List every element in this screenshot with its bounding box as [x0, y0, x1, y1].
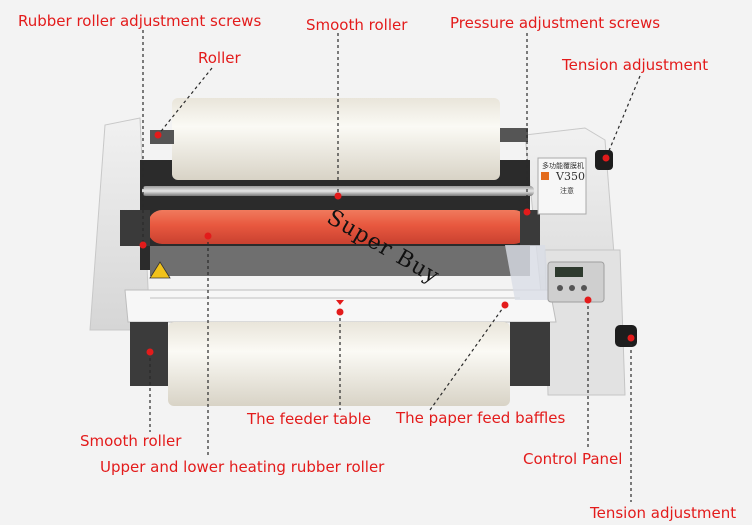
marker-dot [146, 348, 154, 356]
leader-roller [157, 67, 213, 136]
feeder-table [124, 289, 557, 323]
sticker-model-text: V350 [556, 170, 585, 183]
label-tension-top: Tension adjustment [562, 56, 709, 74]
model-sticker [537, 157, 587, 215]
top-film-roll [172, 98, 500, 180]
paper-feed-baffle [505, 245, 550, 300]
lower-plate [150, 246, 530, 276]
heating-rubber-roller [148, 210, 528, 244]
marker-dot [584, 296, 592, 304]
label-heating-roller: Upper and lower heating rubber roller [100, 458, 385, 476]
marker-dot [627, 334, 635, 342]
leader-tension-top [605, 75, 641, 159]
marker-dot [501, 301, 509, 309]
sticker-brand-text: 多功能覆膜机 [542, 162, 584, 170]
label-smooth-roller-bottom: Smooth roller [80, 432, 182, 450]
marker-dot [602, 154, 610, 162]
marker-dot [334, 192, 342, 200]
bottom-film-roll [168, 322, 510, 406]
left-roller-bracket [120, 210, 150, 246]
feeder-center-marker [336, 300, 344, 305]
control-button [557, 285, 563, 291]
control-display [555, 267, 583, 277]
label-markers [139, 131, 635, 356]
marker-dot [154, 131, 162, 139]
control-button [581, 285, 587, 291]
marker-dot [523, 208, 531, 216]
label-rubber-roller-screws: Rubber roller adjustment screws [18, 12, 262, 30]
top-roll-left-spindle [150, 130, 174, 144]
sticker-warning-text: 注意 [560, 187, 574, 195]
leader-lines [142, 30, 641, 502]
marker-dot [204, 232, 212, 240]
tension-knob-bottom-icon [615, 325, 637, 347]
label-paper-feed-baffles: The paper feed baffles [396, 409, 566, 427]
brand-logo-icon [541, 172, 549, 180]
label-smooth-roller-top: Smooth roller [306, 16, 408, 34]
label-roller: Roller [198, 49, 241, 67]
right-roller-bracket [520, 210, 540, 246]
top-roll-right-spindle [500, 128, 528, 142]
bottom-right-bracket [510, 322, 550, 386]
label-tension-bottom: Tension adjustment [590, 504, 737, 522]
marker-dot [336, 308, 344, 316]
marker-dot [139, 241, 147, 249]
warning-triangle-icon [149, 261, 171, 279]
label-control-panel: Control Panel [523, 450, 623, 468]
control-button [569, 285, 575, 291]
label-pressure-screws: Pressure adjustment screws [450, 14, 661, 32]
label-feeder-table: The feeder table [247, 410, 372, 428]
